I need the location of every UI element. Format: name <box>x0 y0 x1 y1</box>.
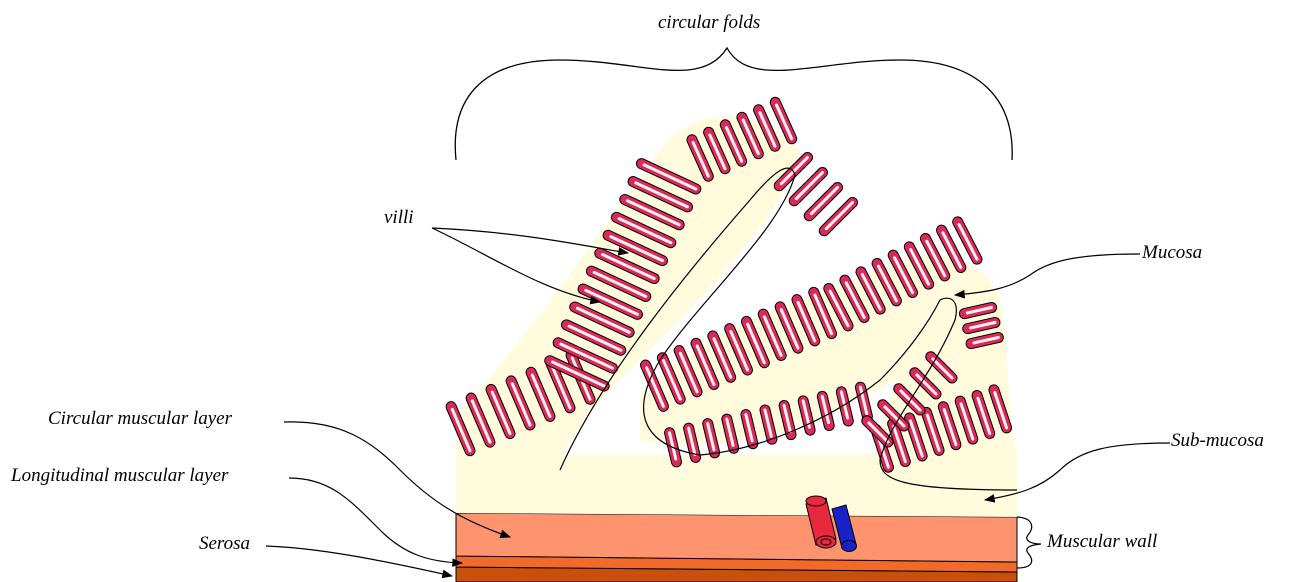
label-serosa: Serosa <box>199 533 250 555</box>
muscular-wall-bracket <box>1017 517 1041 568</box>
villus-core <box>959 225 977 260</box>
villus-core <box>796 173 822 199</box>
label-mucosa: Mucosa <box>1142 242 1202 264</box>
villus-core <box>811 188 837 214</box>
villus-core <box>826 203 852 229</box>
label-muscular-wall: Muscular wall <box>1047 531 1157 553</box>
label-circular-muscular-layer: Circular muscular layer <box>48 408 232 430</box>
circular-muscular-layer <box>456 513 1017 562</box>
serosa-arrow <box>266 546 452 576</box>
label-sub-mucosa: Sub-mucosa <box>1171 430 1264 452</box>
label-longitudinal-muscular-layer: Longitudinal muscular layer <box>11 465 228 487</box>
sub-mucosa <box>456 116 1017 517</box>
label-villi: villi <box>384 207 414 229</box>
label-circular-folds: circular folds <box>658 12 760 34</box>
